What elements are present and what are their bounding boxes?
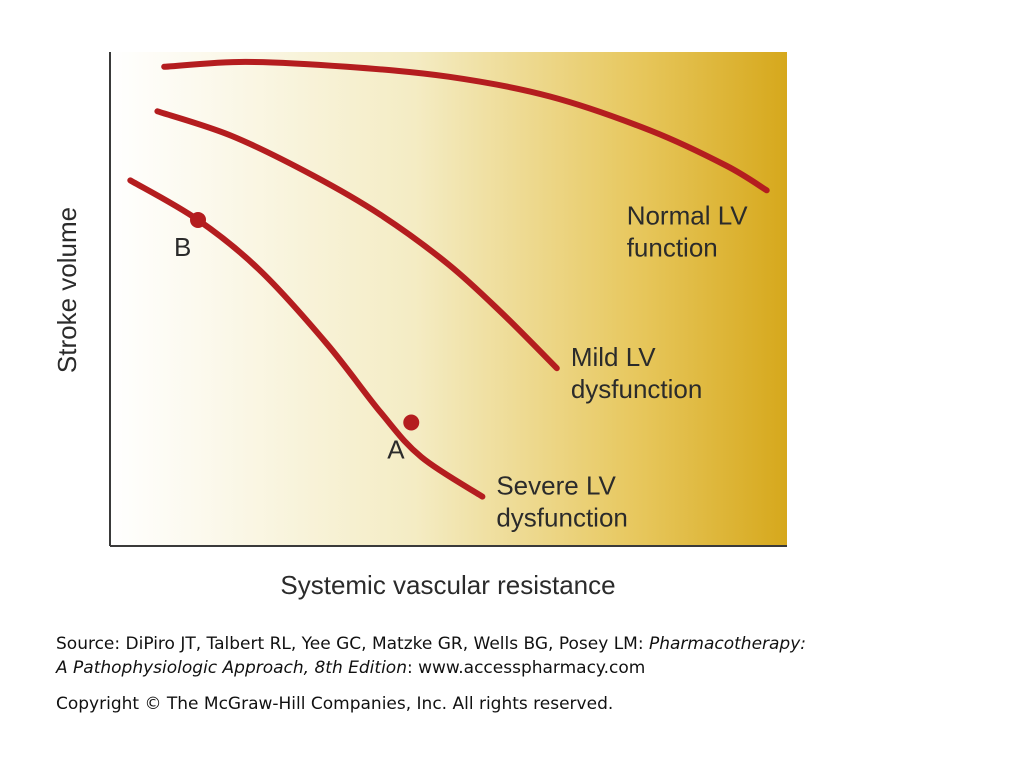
- series-line-mild-lv-dysfunction: [154, 108, 560, 372]
- y-axis-label: Stroke volume: [52, 207, 82, 373]
- x-axis-label: Systemic vascular resistance: [280, 570, 615, 600]
- point-label-a: A: [387, 435, 405, 465]
- point-marker-a: [403, 414, 420, 431]
- series-label-line: Mild LV: [571, 342, 656, 372]
- series-label-line: Normal LV: [627, 200, 749, 230]
- series-label-line: function: [627, 232, 718, 262]
- point-label-b: B: [174, 232, 191, 262]
- source-suffix: : www.accesspharmacy.com: [406, 658, 646, 678]
- series-label-line: dysfunction: [496, 503, 628, 533]
- source-prefix: Source: DiPiro JT, Talbert RL, Yee GC, M…: [56, 634, 649, 654]
- source-citation: Source: DiPiro JT, Talbert RL, Yee GC, M…: [56, 632, 806, 680]
- series-label-line: dysfunction: [571, 374, 703, 404]
- source-book-line2: A Pathophysiologic Approach, 8th Edition: [56, 658, 407, 678]
- series-line-normal-lv-function: [161, 58, 770, 194]
- source-book-line1: Pharmacotherapy:: [648, 634, 807, 654]
- series-label-line: Severe LV: [496, 471, 616, 501]
- copyright-notice: Copyright © The McGraw-Hill Companies, I…: [56, 694, 614, 714]
- point-marker-b: [190, 211, 207, 228]
- marked-points: AB: [174, 211, 420, 465]
